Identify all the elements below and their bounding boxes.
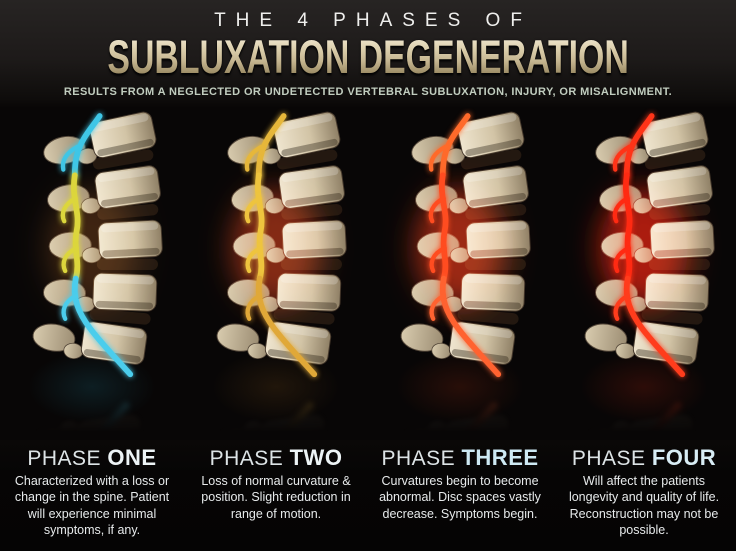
inflammation-glow [48,188,136,308]
spine-model-phase-2 [184,108,368,390]
phase-number-label: ONE [107,445,157,470]
spine-model-phase-3 [368,108,552,390]
spine-reflection-phase-1 [0,390,184,438]
spine-column-phase-2 [184,108,368,440]
phase-number-label: THREE [461,445,539,470]
spine-model-icon [396,402,512,438]
spine-model-phase-1 [0,108,184,390]
phase-three-panel: PHASE THREE Curvatures begin to become a… [368,444,552,551]
vertebra-shapes [212,415,328,438]
spine-illustrations-row [0,108,736,440]
nerve-paths [277,402,314,438]
phase-prefix-label: PHASE [209,447,284,470]
poster-title: SUBLUXATION DEGENERATION [107,30,629,83]
nerve-paths [60,113,134,378]
poster-subtitle: RESULTS FROM A NEGLECTED OR UNDETECTED V… [63,85,673,98]
spine-model-icon [400,111,531,378]
vertebra-shapes [28,415,144,438]
poster-header: THE 4 PHASES OF SUBLUXATION DEGENERATION… [0,0,736,108]
phase-prefix-label: PHASE [571,447,646,470]
phase-prefix-label: PHASE [27,447,102,470]
phase-prefix-label: PHASE [381,447,456,470]
spine-model-icon [212,402,328,438]
phase-two-panel: PHASE TWO Loss of normal curvature & pos… [184,444,368,551]
spine-column-phase-4 [552,108,736,440]
phase-number-label: TWO [289,445,343,470]
inflammation-glow [600,188,688,308]
vertebra-shapes [580,415,696,438]
kicker-text: THE 4 PHASES OF [214,10,532,31]
spine-reflection-phase-3 [368,390,552,438]
phase-one-title: PHASE ONE [6,445,178,470]
nerve-paths [93,402,130,438]
spine-model-icon [216,111,347,378]
inflammation-glow [232,188,320,308]
phase-three-title: PHASE THREE [374,445,546,470]
phase-three-description: Curvatures begin to become abnormal. Dis… [379,474,541,521]
nerve-paths [461,402,498,438]
spine-model-phase-4 [552,108,736,390]
phase-two-description: Loss of normal curvature & position. Sli… [201,474,351,521]
spine-column-phase-3 [368,108,552,440]
phase-two-title: PHASE TWO [190,445,362,470]
phase-one-panel: PHASE ONE Characterized with a loss or c… [0,444,184,551]
nerve-paths [244,113,318,378]
nerve-paths [612,113,686,378]
spine-reflection-phase-4 [552,390,736,438]
spine-model-icon [32,111,163,378]
phase-one-description: Characterized with a loss or change in t… [14,474,170,537]
spine-model-icon [584,111,715,378]
title-wrap: SUBLUXATION DEGENERATION [0,33,736,81]
phase-descriptions-row: PHASE ONE Characterized with a loss or c… [0,440,736,551]
spine-model-icon [580,402,696,438]
phase-number-label: FOUR [651,445,717,470]
spine-column-phase-1 [0,108,184,440]
inflammation-glow [416,188,504,308]
phase-four-description: Will affect the patients longevity and q… [568,474,720,537]
nerve-paths [645,402,682,438]
phase-four-panel: PHASE FOUR Will affect the patients long… [552,444,736,551]
vertebra-shapes [396,415,512,438]
spine-reflection-phase-2 [184,390,368,438]
nerve-paths [428,113,502,378]
phase-four-title: PHASE FOUR [558,445,730,470]
spine-model-icon [28,402,144,438]
